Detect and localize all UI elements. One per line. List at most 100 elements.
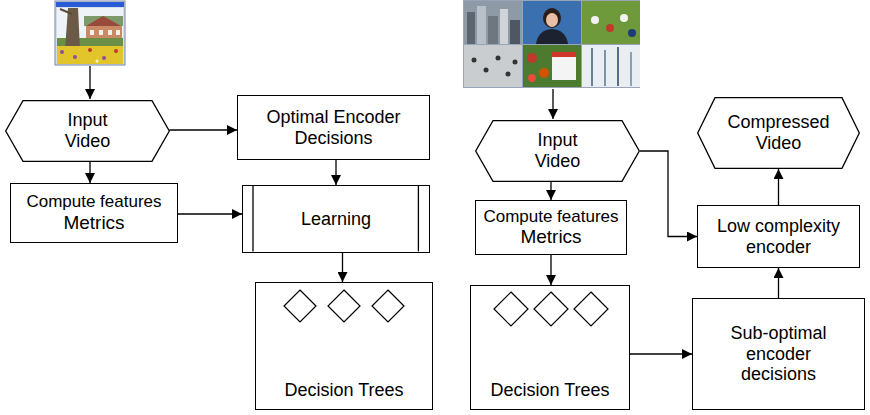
- video-collage-part: [606, 24, 614, 32]
- decision-tree-diamond-part: [494, 292, 528, 326]
- decision-tree-diamond-part: [534, 292, 568, 326]
- process-box: Optimal Encoder Decisions: [237, 95, 430, 160]
- node-text: Low complexity encoder: [711, 216, 846, 257]
- flow-arrow: [550, 255, 551, 285]
- process-box: Compute featuresMetrics: [475, 200, 627, 255]
- process-box: Compute featuresMetrics: [10, 183, 178, 243]
- video-collage-part: [523, 45, 581, 87]
- input-hexagon: Input Video: [5, 100, 170, 162]
- decision-tree-diamond-part: [574, 292, 608, 326]
- video-frame-photo-part: [102, 56, 106, 60]
- video-collage-part: [464, 45, 522, 87]
- video-collage-part: [582, 45, 640, 87]
- node-text: Input Video: [53, 110, 123, 151]
- video-frame-photo-part: [55, 1, 125, 65]
- video-collage-part: [536, 29, 568, 44]
- flow-arrow: [630, 353, 692, 354]
- video-collage-part: [546, 13, 558, 27]
- flow-arrow: [342, 253, 343, 282]
- video-collage-part: [510, 20, 520, 44]
- video-frame-photo-part: [84, 16, 123, 26]
- node-text: Compressed Video: [721, 112, 836, 153]
- video-collage-part: [496, 56, 501, 61]
- video-collage-part: [523, 1, 581, 44]
- video-collage-part: [628, 29, 636, 37]
- node-text: Sub-optimal encoder decisions: [716, 323, 841, 385]
- predefined-process-box: Learning: [242, 185, 430, 253]
- video-collage-part: [552, 52, 576, 57]
- node-text: Optimal Encoder Decisions: [259, 107, 409, 148]
- flow-arrow: [178, 213, 242, 214]
- decision-tree-diamond-part: [284, 290, 316, 322]
- video-collage-part: [467, 12, 475, 44]
- process-side-bar: [418, 186, 419, 251]
- video-frame-photo-part: [86, 16, 121, 26]
- decision-tree-box: Decision Trees: [255, 282, 433, 410]
- video-frame-photo-part: [60, 9, 72, 14]
- node-text: Metrics: [63, 212, 124, 234]
- video-collage-part: [591, 48, 593, 86]
- video-collage-part: [552, 52, 576, 80]
- node-text: Learning: [301, 209, 371, 230]
- flow-arrow: [89, 162, 90, 183]
- flow-arrow: [778, 169, 779, 205]
- video-frame-photo-part: [108, 30, 112, 35]
- output-hexagon: Compressed Video: [697, 97, 860, 169]
- flow-arrow: [778, 268, 779, 298]
- image-arrow-part: [552, 89, 553, 119]
- process-box: Low complexity encoder: [697, 205, 860, 268]
- video-collage-part: [484, 68, 489, 73]
- video-collage-part: [463, 0, 640, 88]
- process-box: Sub-optimal encoder decisions: [692, 298, 865, 410]
- node-text: Decision Trees: [490, 380, 609, 401]
- video-collage-part: [506, 72, 511, 77]
- node-text: Compute features: [483, 207, 618, 227]
- video-collage-part: [630, 52, 632, 86]
- video-collage-part: [513, 60, 518, 65]
- video-frame-photo-part: [116, 30, 120, 35]
- video-collage-part: [620, 14, 628, 22]
- video-collage-part: [472, 58, 477, 63]
- video-collage-part: [500, 9, 508, 44]
- video-frame-photo-part: [114, 49, 118, 53]
- decision-tree-box: Decision Trees: [470, 285, 630, 410]
- video-collage-part: [464, 1, 522, 44]
- decision-tree-diamond-part: [328, 290, 360, 322]
- video-frame-photo-part: [57, 46, 123, 64]
- hexagon-outline: [6, 101, 170, 162]
- flow-arrow: [335, 160, 336, 185]
- video-collage-part: [527, 53, 537, 63]
- hexagon-outline: [698, 98, 860, 169]
- input-hexagon: Input Video: [475, 120, 640, 182]
- video-frame-photo-part: [99, 30, 103, 35]
- flow-arrow: [640, 151, 697, 237]
- video-collage-part: [488, 16, 498, 44]
- video-frame-photo-part: [88, 48, 92, 52]
- video-frame-photo-part: [56, 2, 124, 7]
- video-collage-part: [591, 16, 599, 24]
- video-collage-part: [539, 68, 549, 78]
- node-text: Compute features: [26, 192, 161, 212]
- video-collage-part: [543, 8, 561, 28]
- process-side-bar: [252, 186, 253, 251]
- hexagon-outline: [476, 121, 640, 182]
- decision-tree-diamond: [284, 290, 608, 326]
- video-collage-part: [582, 1, 640, 44]
- video-frame-photo-part: [65, 8, 80, 50]
- video-collage-part: [477, 6, 486, 44]
- flow-arrow: [550, 182, 551, 200]
- video-frame-photo-part: [60, 50, 64, 54]
- node-text: Metrics: [520, 226, 581, 248]
- video-collage-part: [528, 74, 536, 82]
- node-text: Input Video: [523, 130, 593, 171]
- video-frame-photo-part: [96, 60, 99, 63]
- node-text: Decision Trees: [284, 380, 403, 401]
- video-frame-photo-part: [73, 55, 77, 59]
- image-arrow-part: [89, 66, 90, 99]
- video-frame-photo: [55, 1, 125, 65]
- video-frame-photo-part: [90, 30, 94, 35]
- video-collage: [463, 0, 640, 88]
- video-collage-part: [617, 47, 619, 86]
